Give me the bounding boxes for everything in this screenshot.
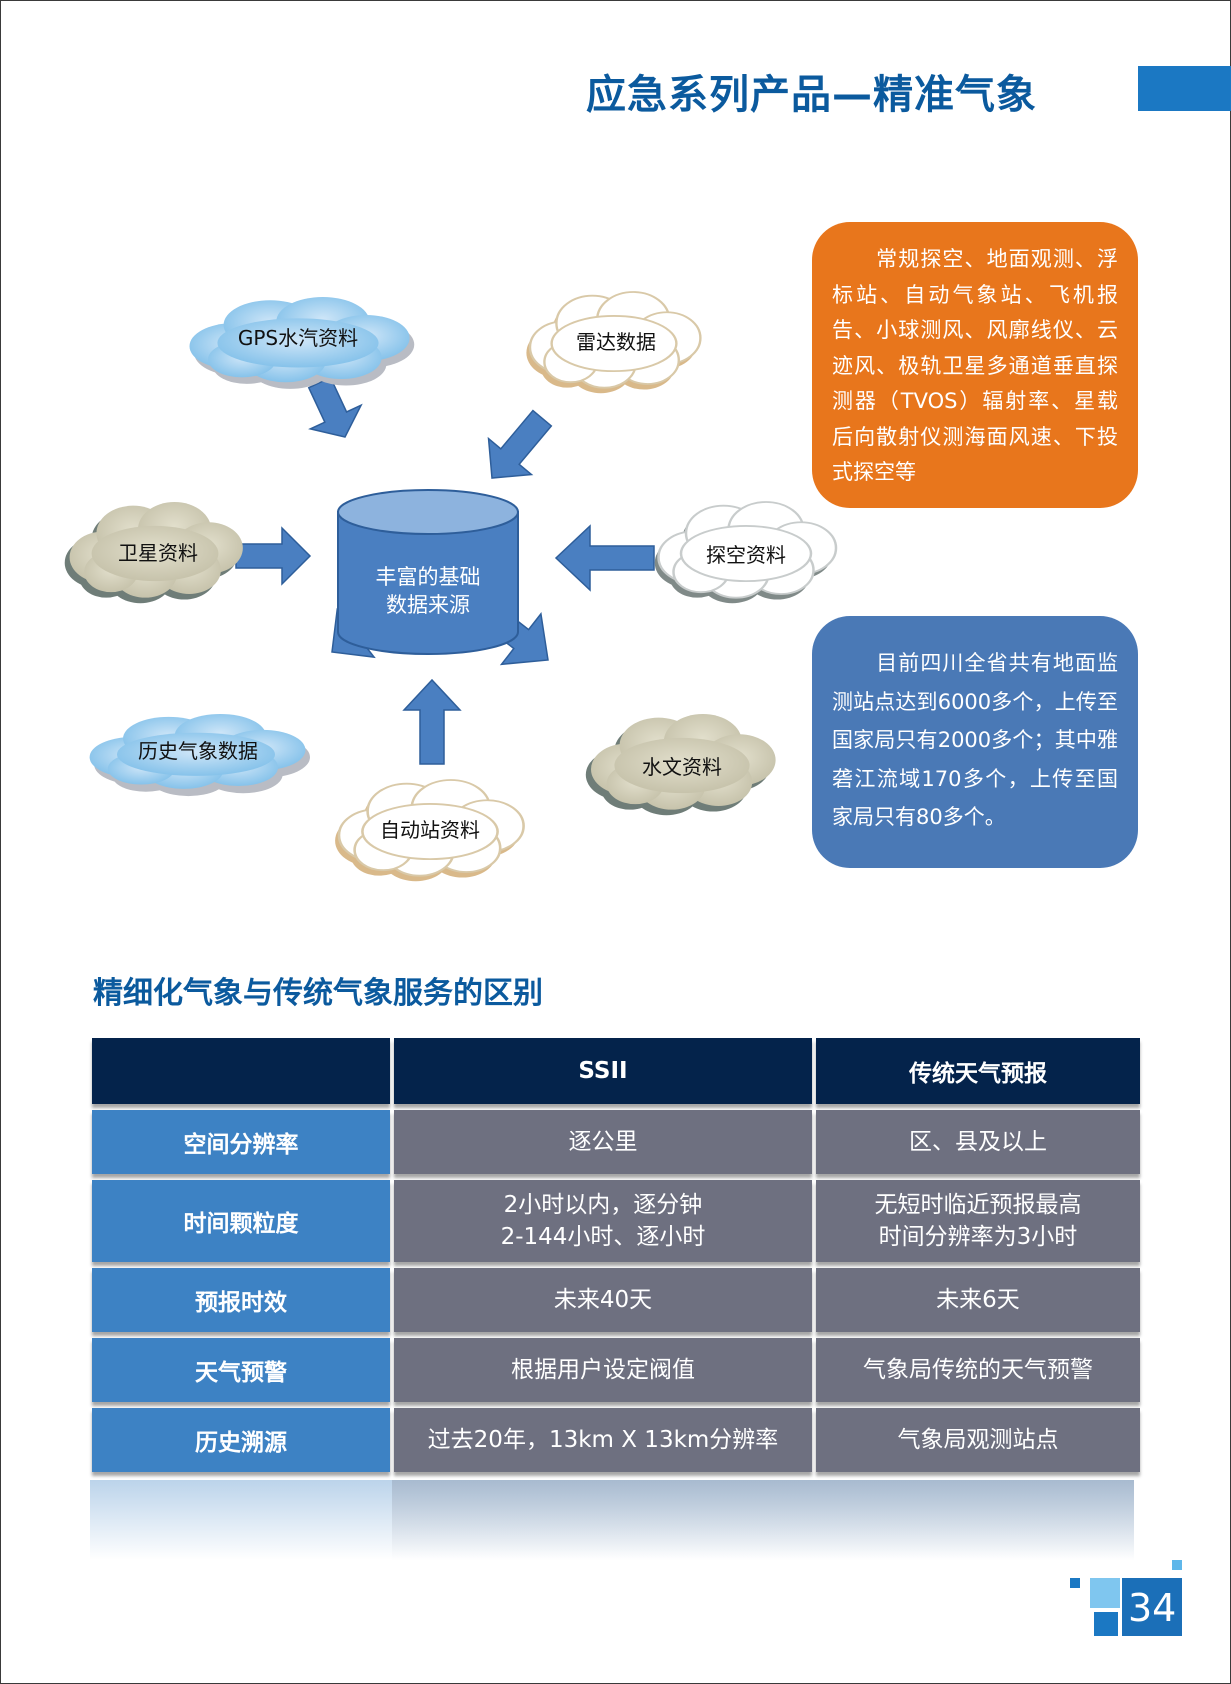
cloud-label-sounding: 探空资料 (706, 543, 786, 567)
header-accent-bar (1138, 66, 1231, 111)
row-label: 历史溯源 (92, 1408, 390, 1472)
arrow-radar (487, 409, 553, 479)
cell-ssii: 2小时以内，逐分钟 2-144小时、逐小时 (394, 1180, 812, 1262)
cloud-label-auto-station: 自动站资料 (380, 818, 480, 842)
page-number: 34 (1128, 1586, 1177, 1630)
table-row: 天气预警 根据用户设定阀值 气象局传统的天气预警 (92, 1338, 1140, 1402)
info-box-data-types: 常规探空、地面观测、浮标站、自动气象站、飞机报告、小球测风、风廓线仪、云迹风、极… (812, 222, 1138, 508)
row-label: 预报时效 (92, 1268, 390, 1332)
table-row: 历史溯源 过去20年，13km X 13km分辨率 气象局观测站点 (92, 1408, 1140, 1472)
table-row: 空间分辨率 逐公里 区、县及以上 (92, 1110, 1140, 1174)
cloud-label-gps: GPS水汽资料 (238, 326, 358, 350)
cell-ssii: 根据用户设定阀值 (394, 1338, 812, 1402)
cylinder-label-line2: 数据来源 (386, 593, 470, 617)
cell-ssii: 逐公里 (394, 1110, 812, 1174)
table-header-ssii: SSII (394, 1038, 812, 1104)
row-label: 空间分辨率 (92, 1110, 390, 1174)
table-header-row: SSII 传统天气预报 (92, 1038, 1140, 1104)
table-header-traditional: 传统天气预报 (816, 1038, 1140, 1104)
cloud-label-satellite: 卫星资料 (118, 541, 198, 565)
table-row: 时间颗粒度 2小时以内，逐分钟 2-144小时、逐小时 无短时临近预报最高 时间… (92, 1180, 1140, 1262)
cell-ssii: 未来40天 (394, 1268, 812, 1332)
table-header-empty (92, 1038, 390, 1104)
row-label: 时间颗粒度 (92, 1180, 390, 1262)
cell-traditional: 未来6天 (816, 1268, 1140, 1332)
arrow-sounding (554, 524, 655, 592)
table-row: 预报时效 未来40天 未来6天 (92, 1268, 1140, 1332)
data-source-cylinder: 丰富的基础 数据来源 (337, 489, 519, 655)
arrow-satellite (235, 526, 312, 586)
cloud-label-history: 历史气象数据 (138, 739, 258, 763)
cloud-label-hydro: 水文资料 (642, 755, 722, 779)
cloud-label-radar: 雷达数据 (576, 330, 656, 354)
info-box-station-count: 目前四川全省共有地面监测站点达到6000多个，上传至国家局只有2000多个；其中… (812, 616, 1138, 868)
data-source-diagram: 丰富的基础 数据来源 GPS水汽资料 雷达数据 卫星资料 探空资料 历史气象数据… (64, 290, 838, 882)
arrow-auto-station (402, 678, 462, 765)
cell-ssii: 过去20年，13km X 13km分辨率 (394, 1408, 812, 1472)
row-label: 天气预警 (92, 1338, 390, 1402)
cylinder-label-line1: 丰富的基础 (376, 565, 481, 589)
cell-traditional: 无短时临近预报最高 时间分辨率为3小时 (816, 1180, 1140, 1262)
cell-traditional: 气象局传统的天气预警 (816, 1338, 1140, 1402)
table-reflection (90, 1480, 1134, 1560)
comparison-table: SSII 传统天气预报 空间分辨率 逐公里 区、县及以上 时间颗粒度 2小时以内… (88, 1032, 1144, 1478)
cell-traditional: 区、县及以上 (816, 1110, 1140, 1174)
cell-traditional: 气象局观测站点 (816, 1408, 1140, 1472)
section-title: 精细化气象与传统气象服务的区别 (93, 976, 543, 1011)
page-title: 应急系列产品—精准气象 (586, 72, 1037, 118)
